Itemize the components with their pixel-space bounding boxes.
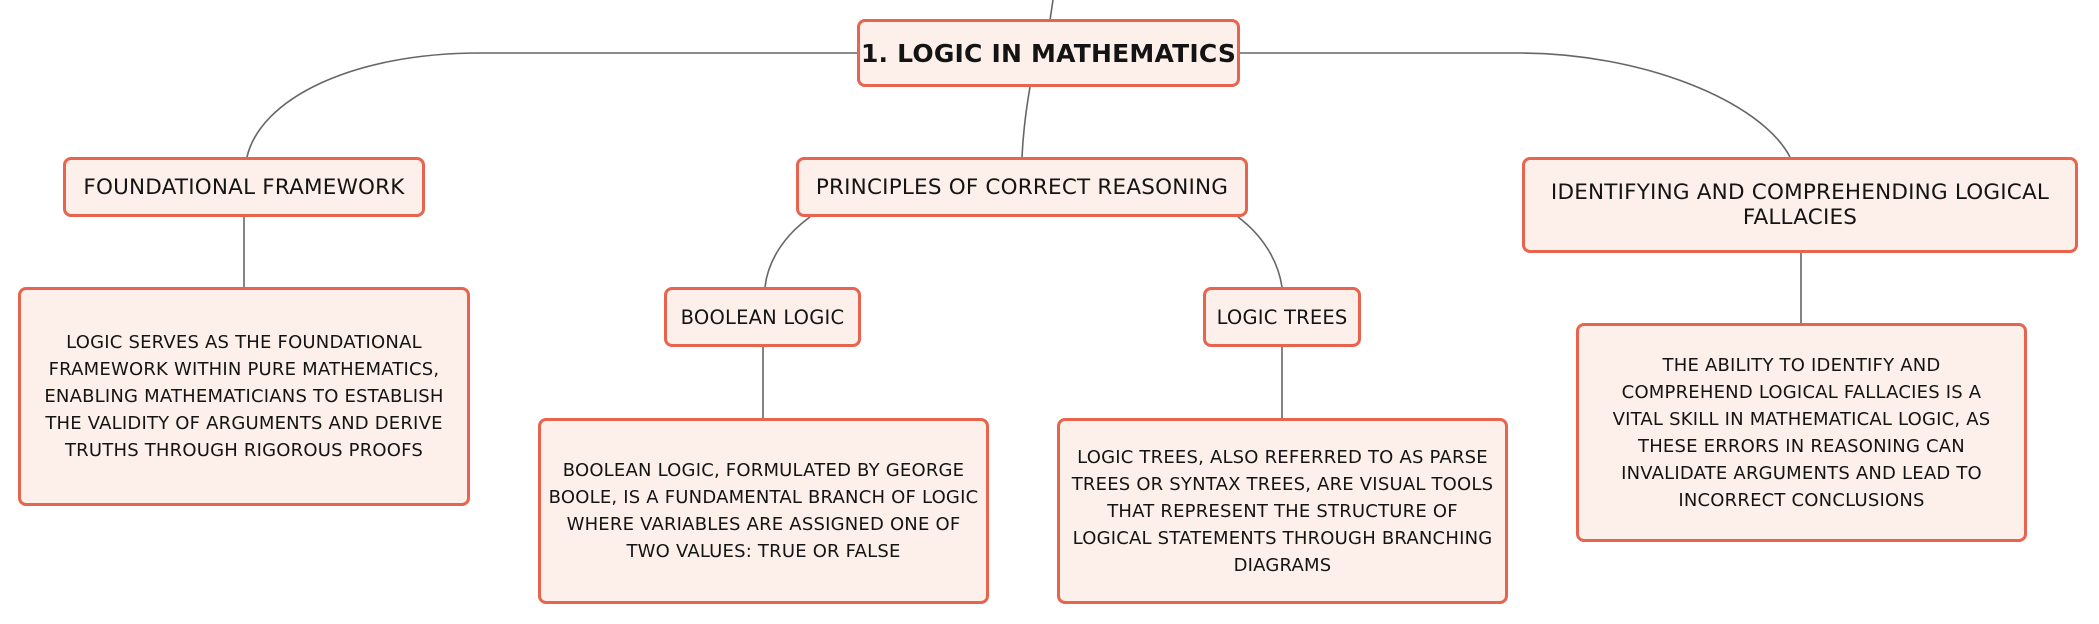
detail-logic-trees[interactable]: LOGIC TREES, ALSO REFERRED TO AS PARSE T… xyxy=(1057,418,1508,604)
connector-principles-to-logictrees xyxy=(1237,216,1283,288)
connector-parent-to-root xyxy=(1049,0,1054,21)
connector-root-to-principles xyxy=(1021,86,1031,158)
connector-root-to-fallacies xyxy=(1240,52,1791,158)
detail-logical-fallacies[interactable]: THE ABILITY TO IDENTIFY AND COMPREHEND L… xyxy=(1576,323,2027,542)
subtopic-boolean-logic[interactable]: BOOLEAN LOGIC xyxy=(664,287,861,347)
subtopic-logic-trees[interactable]: LOGIC TREES xyxy=(1203,287,1361,347)
detail-boolean-logic[interactable]: BOOLEAN LOGIC, FORMULATED BY GEORGE BOOL… xyxy=(538,418,989,604)
topic-logical-fallacies[interactable]: IDENTIFYING AND COMPREHENDING LOGICAL FA… xyxy=(1522,157,2078,253)
connector-root-to-foundational xyxy=(246,52,858,158)
connector-principles-to-boolean xyxy=(764,216,811,288)
root-topic[interactable]: 1. LOGIC IN MATHEMATICS xyxy=(857,19,1240,87)
topic-principles-of-correct-reasoning[interactable]: PRINCIPLES OF CORRECT REASONING xyxy=(796,157,1248,217)
topic-foundational-framework[interactable]: FOUNDATIONAL FRAMEWORK xyxy=(63,157,425,217)
detail-foundational-framework[interactable]: LOGIC SERVES AS THE FOUNDATIONAL FRAMEWO… xyxy=(18,287,470,506)
